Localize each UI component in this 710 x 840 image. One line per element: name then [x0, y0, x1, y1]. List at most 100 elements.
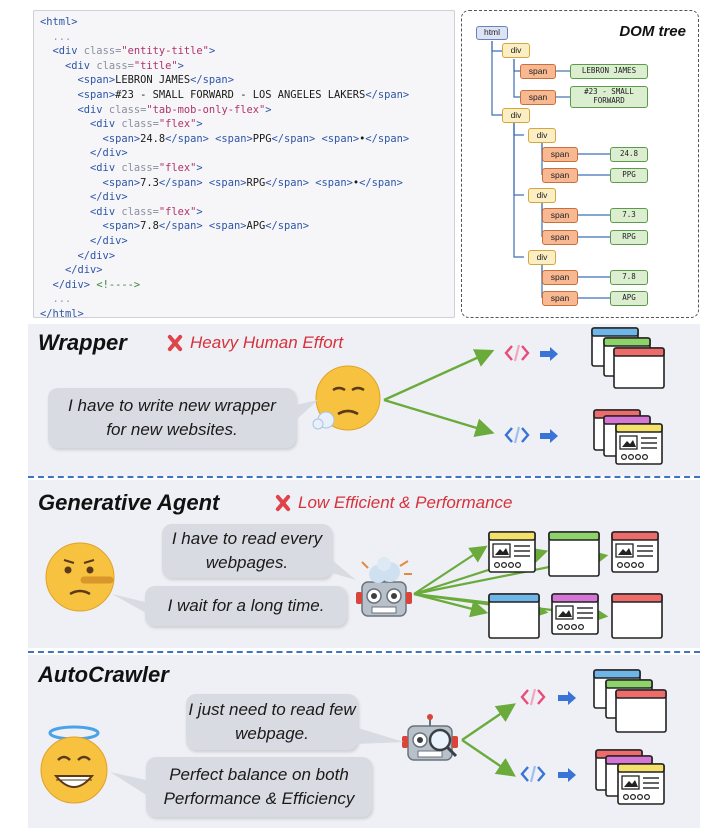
code-token: class= — [96, 59, 134, 72]
code-token: </div> — [40, 264, 103, 277]
code-token: </span> — [190, 74, 234, 87]
code-token: <div — [40, 205, 122, 218]
dom-node-span: span — [542, 291, 578, 306]
code-token: <div — [40, 59, 97, 72]
generative-agent-title: Generative Agent — [38, 490, 220, 515]
code-line: <div class="flex"> — [40, 205, 448, 220]
dom-node-div: div — [502, 108, 530, 123]
code-token: </span> <span> — [165, 132, 253, 145]
code-line: <span>#23 - SMALL FORWARD - LOS ANGELES … — [40, 88, 448, 103]
code-line: <div class="flex"> — [40, 117, 448, 132]
wrapper-badge-text: Heavy Human Effort — [190, 333, 344, 352]
code-line: <span>7.8</span> <span>APG</span> — [40, 219, 448, 234]
code-line: </div> <!----> — [40, 278, 448, 293]
code-token: </html> — [40, 307, 84, 320]
dom-node-span: span — [542, 147, 578, 162]
code-token: </span> <span> — [158, 220, 247, 233]
generative-agent-badge: Low Efficient & Performance — [274, 493, 512, 513]
code-line: <div class="flex"> — [40, 161, 448, 176]
code-token: </span> — [365, 132, 410, 145]
code-token: "flex" — [158, 118, 197, 131]
dom-leaf-rpg-label: RPG — [610, 230, 648, 245]
code-token: ... — [40, 30, 72, 43]
dom-leaf-position: #23 - SMALL FORWARD — [570, 86, 648, 108]
dom-node-html: html — [476, 26, 508, 40]
code-token: "tab-mob-only-flex" — [146, 103, 266, 116]
code-token: <span> — [40, 74, 116, 87]
code-token: > — [208, 45, 216, 58]
dom-node-span: span — [520, 90, 556, 105]
code-token: <span> — [40, 220, 141, 233]
code-token: 7.3 — [140, 176, 159, 189]
code-token: 24.8 — [140, 132, 166, 145]
code-token: LEBRON JAMES — [115, 74, 191, 87]
code-token: "title" — [133, 59, 178, 72]
code-token: <span> — [40, 176, 141, 189]
dom-node-div: div — [528, 128, 556, 143]
dom-leaf-apg-value: 7.8 — [610, 270, 648, 285]
code-token: • — [359, 132, 366, 145]
code-token: > — [196, 118, 203, 131]
dom-leaf-rpg-value: 7.3 — [610, 208, 648, 223]
code-line: </html> — [40, 307, 448, 322]
code-token: class= — [121, 118, 159, 131]
wrapper-title: Wrapper — [38, 330, 127, 355]
code-token: 7.8 — [140, 220, 159, 233]
generative-agent-badge-text: Low Efficient & Performance — [298, 493, 513, 512]
code-token: </div> — [40, 249, 116, 262]
code-token: </span> — [359, 176, 403, 189]
dom-node-span: span — [542, 270, 578, 285]
dom-tree-connectors — [491, 41, 610, 299]
code-token: <div — [40, 45, 84, 58]
dom-node-div: div — [528, 188, 556, 203]
dom-node-div: div — [528, 250, 556, 265]
dom-leaf-ppg-value: 24.8 — [610, 147, 648, 162]
code-token: </span> — [365, 88, 410, 101]
cross-icon — [274, 494, 292, 512]
code-line: </div> — [40, 146, 448, 161]
code-line: </div> — [40, 249, 448, 264]
code-token: </span> <span> — [158, 176, 247, 189]
code-line: ... — [40, 30, 448, 45]
code-token: "flex" — [158, 161, 197, 174]
code-token: class= — [108, 103, 147, 116]
code-line: ... — [40, 292, 448, 307]
code-line: </div> — [40, 234, 448, 249]
code-token: <div — [40, 118, 122, 131]
code-token: <span> — [40, 88, 116, 101]
code-token: <div — [40, 103, 109, 116]
dom-leaf-ppg-label: PPG — [610, 168, 648, 183]
code-token: "entity-title" — [121, 45, 209, 58]
dom-node-span: span — [542, 168, 578, 183]
dom-node-span: span — [520, 64, 556, 79]
dom-node-span: span — [542, 208, 578, 223]
generative-speech-bubble-read: I have to read every webpages. — [162, 524, 332, 578]
code-token: > — [196, 205, 203, 218]
wrapper-speech-bubble: I have to write new wrapper for new webs… — [48, 388, 296, 448]
code-token: #23 - SMALL FORWARD - LOS ANGELES LAKERS — [115, 88, 366, 101]
dom-leaf-name: LEBRON JAMES — [570, 64, 648, 79]
code-token: class= — [121, 161, 159, 174]
code-token: • — [352, 176, 360, 189]
code-token: > — [177, 59, 184, 72]
dom-tree-title: DOM tree — [619, 23, 686, 40]
code-token: </span> <span> — [265, 176, 353, 189]
dom-tree-panel: DOM tree — [461, 10, 699, 318]
code-line: <span>7.3</span> <span>RPG</span> <span>… — [40, 176, 448, 191]
autocrawler-speech-bubble-balance: Perfect balance on both Performance & Ef… — [146, 757, 372, 817]
code-line: <div class="title"> — [40, 59, 448, 74]
code-token: </div> — [40, 147, 128, 160]
dom-node-span: span — [542, 230, 578, 245]
wrapper-badge: Heavy Human Effort — [166, 333, 343, 353]
code-token: APG — [246, 220, 266, 233]
autocrawler-speech-bubble-read: I just need to read few webpage. — [186, 694, 358, 750]
code-token: RPG — [246, 176, 266, 189]
dom-leaf-apg-label: APG — [610, 291, 648, 306]
code-token: <span> — [40, 132, 141, 145]
code-token: </span> — [265, 220, 310, 233]
code-token: <!----> — [96, 278, 141, 291]
code-line: </div> — [40, 263, 448, 278]
cross-icon — [166, 334, 184, 352]
code-line: </div> — [40, 190, 448, 205]
code-token: </div> — [40, 191, 128, 204]
